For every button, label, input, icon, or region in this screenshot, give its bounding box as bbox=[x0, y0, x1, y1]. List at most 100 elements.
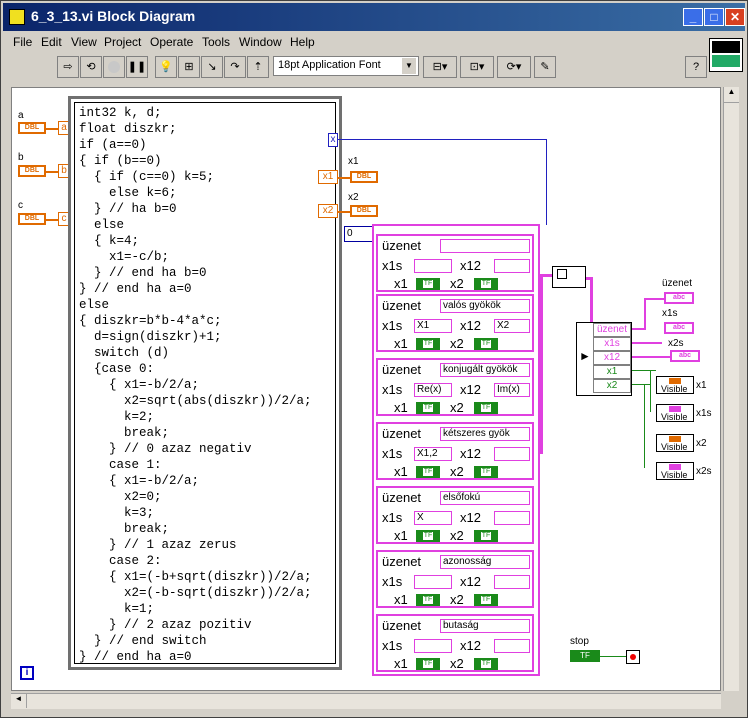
uzenet-indicator[interactable]: abc bbox=[664, 292, 694, 304]
cluster-x1-boolean[interactable]: TF bbox=[416, 278, 440, 290]
cluster-x1s-field[interactable]: Re(x) bbox=[414, 383, 452, 397]
cluster-x12-field[interactable]: Im(x) bbox=[494, 383, 530, 397]
menu-project[interactable]: Project bbox=[104, 35, 142, 49]
step-out-icon[interactable]: ⇡ bbox=[247, 56, 269, 78]
unbundle-by-name[interactable]: ► üzenet x1s x12 x1 x2 bbox=[576, 322, 632, 396]
cluster-x1-boolean[interactable]: TF bbox=[416, 658, 440, 670]
indicator-x1[interactable]: DBL bbox=[350, 171, 378, 183]
unbundle-uzenet[interactable]: üzenet bbox=[593, 323, 631, 337]
vi-icon[interactable] bbox=[709, 38, 743, 72]
cluster-x2-boolean[interactable]: TF bbox=[474, 402, 498, 414]
visible-property-node[interactable]: Visible bbox=[656, 376, 694, 394]
stop-button-terminal[interactable]: TF bbox=[570, 650, 600, 662]
run-arrow-icon[interactable]: ⇨ bbox=[57, 56, 79, 78]
cluster-uzenet-field[interactable]: butaság bbox=[440, 619, 530, 633]
menu-window[interactable]: Window bbox=[239, 35, 282, 49]
index-array-node[interactable] bbox=[552, 266, 586, 288]
step-into-icon[interactable]: ↘ bbox=[201, 56, 223, 78]
terminal-a[interactable]: DBL bbox=[18, 122, 46, 134]
menu-file[interactable]: File bbox=[13, 35, 33, 49]
cluster-uzenet-field[interactable]: konjugált gyökök bbox=[440, 363, 530, 377]
cluster-x1s-field[interactable]: X1,2 bbox=[414, 447, 452, 461]
formula-output-x[interactable]: x bbox=[328, 133, 338, 147]
unbundle-x12[interactable]: x12 bbox=[593, 351, 631, 365]
x1s-indicator[interactable]: abc bbox=[664, 322, 694, 334]
retain-wire-values-icon[interactable]: ⊞ bbox=[178, 56, 200, 78]
cluster-x2-boolean[interactable]: TF bbox=[474, 658, 498, 670]
cluster-x12-field[interactable] bbox=[494, 511, 530, 525]
step-over-icon[interactable]: ↷ bbox=[224, 56, 246, 78]
cluster-x2-boolean[interactable]: TF bbox=[474, 466, 498, 478]
terminal-c[interactable]: DBL bbox=[18, 213, 46, 225]
cluster-x12-field[interactable] bbox=[494, 259, 530, 273]
loop-condition-stop-icon[interactable] bbox=[626, 650, 640, 664]
cluster-x1-boolean[interactable]: TF bbox=[416, 594, 440, 606]
cluster-x12-field[interactable]: X2 bbox=[494, 319, 530, 333]
unbundle-x2[interactable]: x2 bbox=[593, 379, 631, 393]
cluster-x1s-field[interactable] bbox=[414, 575, 452, 589]
indicator-x2[interactable]: DBL bbox=[350, 205, 378, 217]
terminal-b[interactable]: DBL bbox=[18, 165, 46, 177]
clean-up-diagram-icon[interactable]: ✎ bbox=[534, 56, 556, 78]
font-selector[interactable]: 18pt Application Font ▼ bbox=[273, 56, 419, 76]
cluster-x2-boolean[interactable]: TF bbox=[474, 338, 498, 350]
scroll-up-icon[interactable]: ▲ bbox=[724, 87, 739, 103]
formula-node[interactable]: int32 k, d; float diszkr; if (a==0) { if… bbox=[68, 96, 342, 670]
minimize-button[interactable]: _ bbox=[683, 8, 703, 26]
scroll-left-icon[interactable]: ◄ bbox=[11, 694, 27, 708]
cluster-x1-boolean[interactable]: TF bbox=[416, 338, 440, 350]
cluster-uzenet-field[interactable]: elsőfokú bbox=[440, 491, 530, 505]
close-button[interactable]: ✕ bbox=[725, 8, 745, 26]
formula-output-x2[interactable]: x2 bbox=[318, 204, 338, 218]
cluster-x12-field[interactable] bbox=[494, 447, 530, 461]
formula-output-x1[interactable]: x1 bbox=[318, 170, 338, 184]
maximize-button[interactable]: □ bbox=[704, 8, 724, 26]
cluster-x1-boolean[interactable]: TF bbox=[416, 402, 440, 414]
cluster-uzenet-field[interactable]: kétszeres gyök bbox=[440, 427, 530, 441]
cluster-x1s-field[interactable] bbox=[414, 259, 452, 273]
align-objects-icon[interactable]: ⊟▾ bbox=[423, 56, 457, 78]
cluster-x12-field[interactable] bbox=[494, 575, 530, 589]
visible-property-node[interactable]: Visible bbox=[656, 404, 694, 422]
menu-operate[interactable]: Operate bbox=[150, 35, 194, 49]
menu-tools[interactable]: Tools bbox=[202, 35, 231, 49]
abort-icon[interactable] bbox=[103, 56, 125, 78]
visible-property-node[interactable]: Visible bbox=[656, 434, 694, 452]
case-selector[interactable]: 0 bbox=[344, 226, 374, 242]
distribute-objects-icon[interactable]: ⊡▾ bbox=[460, 56, 494, 78]
block-diagram-canvas[interactable]: a DBL a b DBL b c DBL c int32 k, d; floa… bbox=[11, 87, 721, 691]
cluster-x2-boolean[interactable]: TF bbox=[474, 594, 498, 606]
cluster-x1s-field[interactable] bbox=[414, 639, 452, 653]
cluster-x1-boolean[interactable]: TF bbox=[416, 530, 440, 542]
menu-view[interactable]: View bbox=[71, 35, 97, 49]
cluster-x1s-field[interactable]: X bbox=[414, 511, 452, 525]
visible-property-node[interactable]: Visible bbox=[656, 462, 694, 480]
unbundle-x1s[interactable]: x1s bbox=[593, 337, 631, 351]
cluster-x1s-field[interactable]: X1 bbox=[414, 319, 452, 333]
cluster-x1-boolean[interactable]: TF bbox=[416, 466, 440, 478]
cluster-uzenet-field[interactable]: azonosság bbox=[440, 555, 530, 569]
menu-edit[interactable]: Edit bbox=[41, 35, 62, 49]
vertical-scrollbar[interactable]: ▲ bbox=[723, 87, 739, 691]
cluster-uzenet-field[interactable]: valós gyökök bbox=[440, 299, 530, 313]
horizontal-scrollbar[interactable]: ◄ bbox=[11, 693, 721, 709]
cluster-x12-field[interactable] bbox=[494, 639, 530, 653]
cluster-uzenet-field[interactable] bbox=[440, 239, 530, 253]
formula-code[interactable]: int32 k, d; float diszkr; if (a==0) { if… bbox=[79, 106, 312, 664]
info-icon[interactable]: i bbox=[20, 666, 34, 680]
cluster-x2-boolean[interactable]: TF bbox=[474, 278, 498, 290]
cluster-x2-boolean[interactable]: TF bbox=[474, 530, 498, 542]
x2s-indicator[interactable]: abc bbox=[670, 350, 700, 362]
menu-help[interactable]: Help bbox=[290, 35, 315, 49]
run-continuous-icon[interactable]: ⟲ bbox=[80, 56, 102, 78]
highlight-execution-icon[interactable]: 💡 bbox=[155, 56, 177, 78]
unbundle-x1[interactable]: x1 bbox=[593, 365, 631, 379]
reorder-icon[interactable]: ⟳▾ bbox=[497, 56, 531, 78]
